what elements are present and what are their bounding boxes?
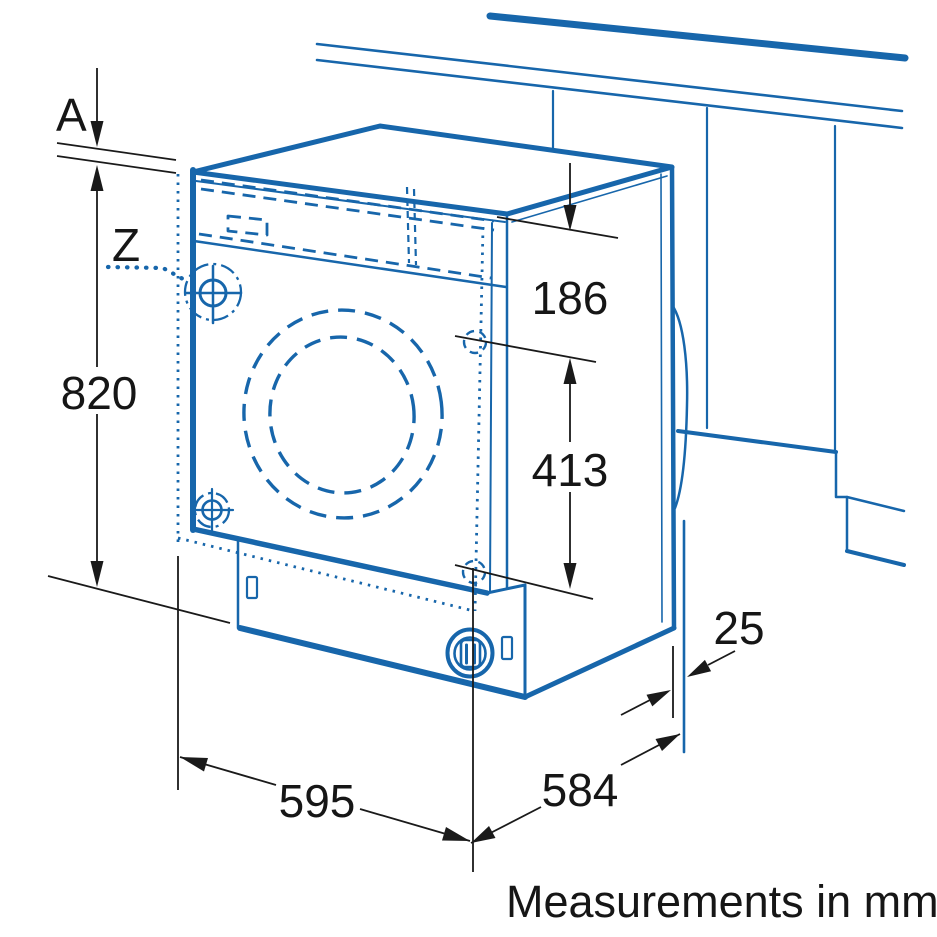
cabinet-lines [315, 12, 909, 754]
plinth-corner-top-edge [485, 583, 527, 595]
dim-584 [470, 568, 681, 872]
screw-hole-top-left [183, 262, 243, 325]
dim-595 [177, 556, 471, 842]
dim-line-lower [620, 699, 651, 716]
plinth-board-bottom-line [845, 549, 906, 567]
drum-outer-dashed-circle [242, 308, 444, 520]
gap-reference-line-1 [56, 142, 177, 161]
front-right-edge-inner [489, 222, 493, 592]
right-back-inner-line [660, 173, 663, 623]
machine-lid [190, 123, 675, 217]
kick-panel-slot-right [500, 635, 514, 661]
dim-height-label: 820 [61, 367, 138, 419]
kick-panel-slot-left [245, 575, 259, 600]
dim-depth-label: 584 [542, 764, 619, 816]
dim-gap-a [90, 68, 104, 147]
gap-reference-line-2 [56, 155, 177, 174]
arrowhead-up [563, 358, 577, 384]
plinth-board-top-line [845, 495, 906, 513]
worktop-underside-line-1 [315, 42, 904, 113]
dim-control-panel-label: 186 [532, 272, 609, 324]
door-handle-dashed-rect [226, 214, 269, 237]
front-face-bottom-edge [190, 526, 490, 596]
arrowhead-up [90, 165, 104, 191]
hidden-detail-lines [105, 174, 495, 613]
door-hinge-bulge [670, 303, 689, 510]
dim-413 [454, 335, 597, 600]
furniture-door-dotted-bottom [177, 536, 475, 613]
control-panel-bottom-edge [192, 239, 508, 289]
panel-dashed-line-2 [200, 187, 495, 232]
panel-dashed-divider-2 [412, 188, 418, 266]
panel-dashed-line-1 [200, 178, 495, 223]
dim-door-thickness-label: 25 [713, 602, 764, 654]
filter-cap-slot [459, 638, 482, 669]
extension-line-top-edge [496, 216, 619, 239]
drum-inner-dashed-circle [268, 335, 416, 495]
arrowhead-lower [646, 690, 671, 707]
machine-right-back-edge [669, 164, 677, 631]
label-detail-z: Z [112, 219, 140, 271]
dim-25 [620, 646, 736, 718]
machine-outline [190, 123, 689, 700]
label-gap-a: A [56, 89, 87, 141]
units-note: Measurements in mm [506, 876, 937, 927]
extension-line-lower-screws [454, 564, 594, 600]
extension-line-floor [47, 575, 231, 624]
dim-186 [496, 163, 619, 239]
screw-hole-bottom-left [189, 487, 235, 533]
lid-right-inner-line [511, 175, 668, 223]
arrowhead-right [442, 827, 470, 841]
worktop-underside-line-2 [315, 58, 904, 130]
arrowhead-left [180, 757, 208, 772]
panel-dashed-line-3 [198, 232, 492, 280]
extension-line-upper-screws [454, 335, 597, 363]
dim-door-span-label: 413 [532, 444, 609, 496]
arrowhead-down [90, 121, 104, 147]
side-panel-bottom-edge [676, 429, 838, 454]
filter-cap-inner-ring [453, 636, 487, 671]
dim-line-upper [707, 650, 736, 666]
dim-width-label: 595 [279, 775, 356, 827]
arrowhead-left [471, 826, 496, 843]
panel-dashed-divider-1 [405, 186, 411, 264]
right-face-bottom-edge [522, 625, 677, 700]
plinth-notch [834, 450, 849, 553]
arrowhead-right [655, 734, 680, 751]
z-leader-dotted-line [105, 264, 186, 282]
dim-height-820 [47, 165, 231, 624]
arrowhead-upper [687, 659, 712, 677]
arrowhead-down [90, 561, 104, 587]
diagram-labels: A Z 820 186 413 25 595 584 Measurements … [56, 89, 937, 927]
arrowhead-down [563, 563, 577, 589]
plinth-bottom-edge [237, 625, 528, 700]
arrowhead-down [563, 205, 577, 231]
filter-cap-outer-ring [445, 627, 495, 679]
countertop-edge-line [486, 12, 909, 62]
filter-cap [445, 627, 495, 679]
dimension-annotations [47, 68, 736, 872]
